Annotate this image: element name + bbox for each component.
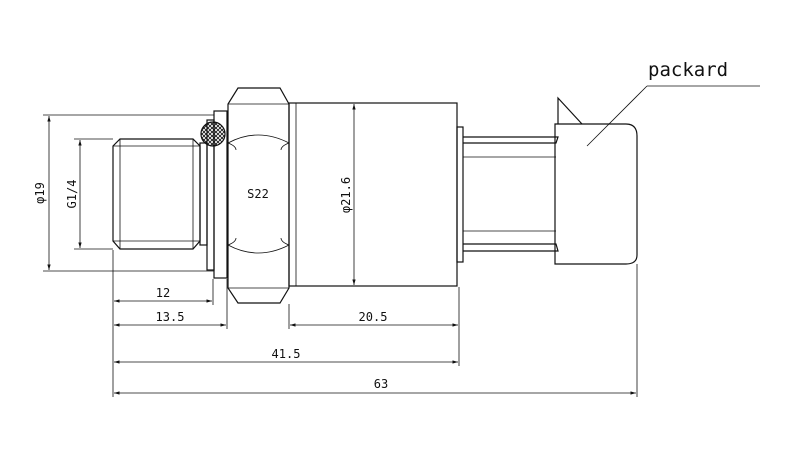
thread-dimension: G1/4: [65, 138, 113, 250]
dim-12: 12: [156, 286, 170, 300]
dim-20-5: 20.5: [359, 310, 388, 324]
dimension-thread-length: 12: [114, 286, 212, 303]
dimension-body-length: 20.5: [290, 310, 458, 327]
dim-13-5: 13.5: [156, 310, 185, 324]
threaded-fitting: [112, 110, 228, 279]
hex-size-label: S22: [247, 187, 269, 201]
thread-spec-label: G1/4: [65, 180, 79, 209]
outer-diameter-label: φ19: [33, 182, 47, 204]
connector: [463, 96, 638, 265]
outer-diameter-dimension: φ19: [33, 114, 214, 272]
dim-63: 63: [374, 377, 388, 391]
extension-lines: [112, 250, 638, 397]
dim-41-5: 41.5: [272, 347, 301, 361]
sensor-body: φ21.6: [288, 102, 464, 287]
connector-label: packard: [648, 59, 728, 81]
dimension-to-hex: 13.5: [114, 310, 226, 327]
o-ring: [200, 121, 226, 147]
dimension-overall-length: 63: [114, 377, 636, 395]
packard-callout: packard: [586, 59, 760, 147]
hex-nut: S22: [227, 87, 290, 304]
dimension-to-body-end: 41.5: [114, 347, 458, 364]
body-diameter-label: φ21.6: [339, 177, 353, 213]
